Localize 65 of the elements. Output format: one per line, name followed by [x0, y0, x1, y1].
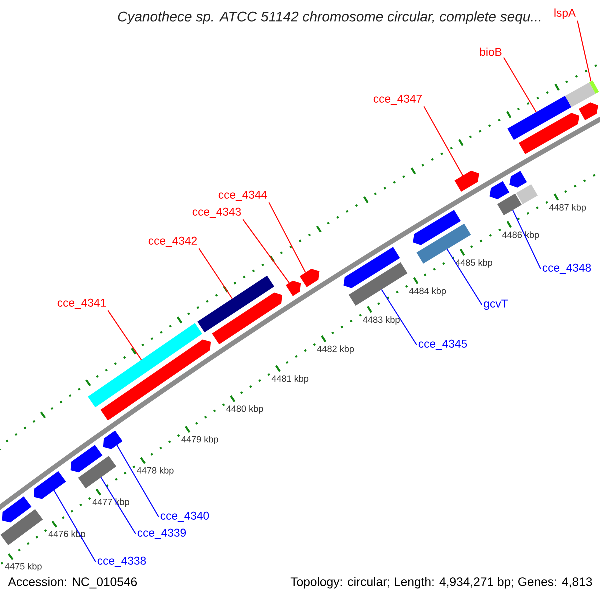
- gene-bar: [565, 82, 596, 108]
- gene-block: [519, 113, 580, 154]
- gene-bar: [508, 96, 572, 140]
- gene-label: gcvT: [484, 300, 508, 310]
- gene-block: [70, 445, 103, 473]
- leader-line: [503, 57, 537, 113]
- footer-text: Accession: NC_010546: [8, 577, 138, 589]
- gene-block: [300, 269, 320, 288]
- leader-line: [242, 219, 290, 284]
- gene-bar: [497, 194, 522, 216]
- gene-block: [34, 471, 66, 500]
- leader-line: [424, 106, 464, 176]
- gene-bar: [0, 509, 44, 546]
- gene-label: cce_4338: [98, 556, 146, 568]
- gene-block: [578, 102, 598, 120]
- scale-label: 4485 kbp: [456, 259, 492, 268]
- leader-line: [198, 248, 233, 300]
- leader-line: [268, 202, 306, 274]
- gene-bar: [516, 184, 538, 204]
- scale-label: 4483 kbp: [363, 316, 400, 325]
- gene-block: [413, 210, 462, 246]
- gene-bar: [88, 323, 202, 408]
- leader-line: [100, 477, 136, 534]
- gene-block: [2, 496, 32, 523]
- leader-line: [54, 490, 96, 562]
- gene-label: cce_4348: [542, 264, 592, 274]
- scale-label: 4486 kbp: [502, 232, 540, 240]
- gene-block: [212, 292, 282, 345]
- scale-label: 4481 kbp: [272, 375, 309, 384]
- gene-block: [286, 280, 302, 296]
- gene-block: [103, 430, 123, 450]
- scale-label: 4487 kbp: [549, 204, 586, 213]
- scale-label: 4484 kbp: [409, 288, 446, 296]
- gene-block: [100, 340, 212, 421]
- scale-label: 4478 kbp: [137, 467, 174, 476]
- gene-block: [510, 171, 528, 188]
- gene-label: cce_4344: [218, 190, 268, 202]
- gene-label: cce_4347: [374, 94, 422, 106]
- leader-line: [116, 444, 160, 518]
- gene-label: lspA: [554, 8, 576, 20]
- scale-label: 4482 kbp: [317, 346, 354, 354]
- gene-label: cce_4342: [148, 236, 197, 248]
- gene-block: [344, 247, 400, 288]
- leader-line: [108, 310, 142, 361]
- gene-label: cce_4343: [192, 208, 242, 218]
- leader-line: [577, 20, 592, 82]
- gene-bar: [590, 80, 600, 94]
- gene-label: cce_4339: [138, 528, 186, 540]
- leader-line: [512, 210, 542, 270]
- gene-label: cce_4341: [58, 298, 106, 310]
- gene-bar: [198, 276, 274, 333]
- footer-text: Topology: circular; Length: 4,934,271 bp; Genes: 4,813: [290, 577, 592, 589]
- scale-label: 4480 kbp: [226, 405, 264, 414]
- gene-block: [490, 181, 510, 200]
- gene-label: cce_4340: [160, 512, 210, 522]
- leader-line: [446, 248, 483, 306]
- gene-bar: [348, 262, 408, 306]
- leader-line: [381, 289, 418, 346]
- gene-bar: [78, 456, 117, 489]
- scale-label: 4479 kbp: [182, 436, 218, 445]
- gene-label: bioB: [480, 48, 502, 56]
- scale-label: 4475 kbp: [5, 563, 42, 572]
- gene-label: cce_4345: [418, 340, 468, 350]
- gene-block: [454, 170, 480, 192]
- title: Cyanothece sp. ATCC 51142 chromosome circular, complete sequ...: [118, 11, 541, 25]
